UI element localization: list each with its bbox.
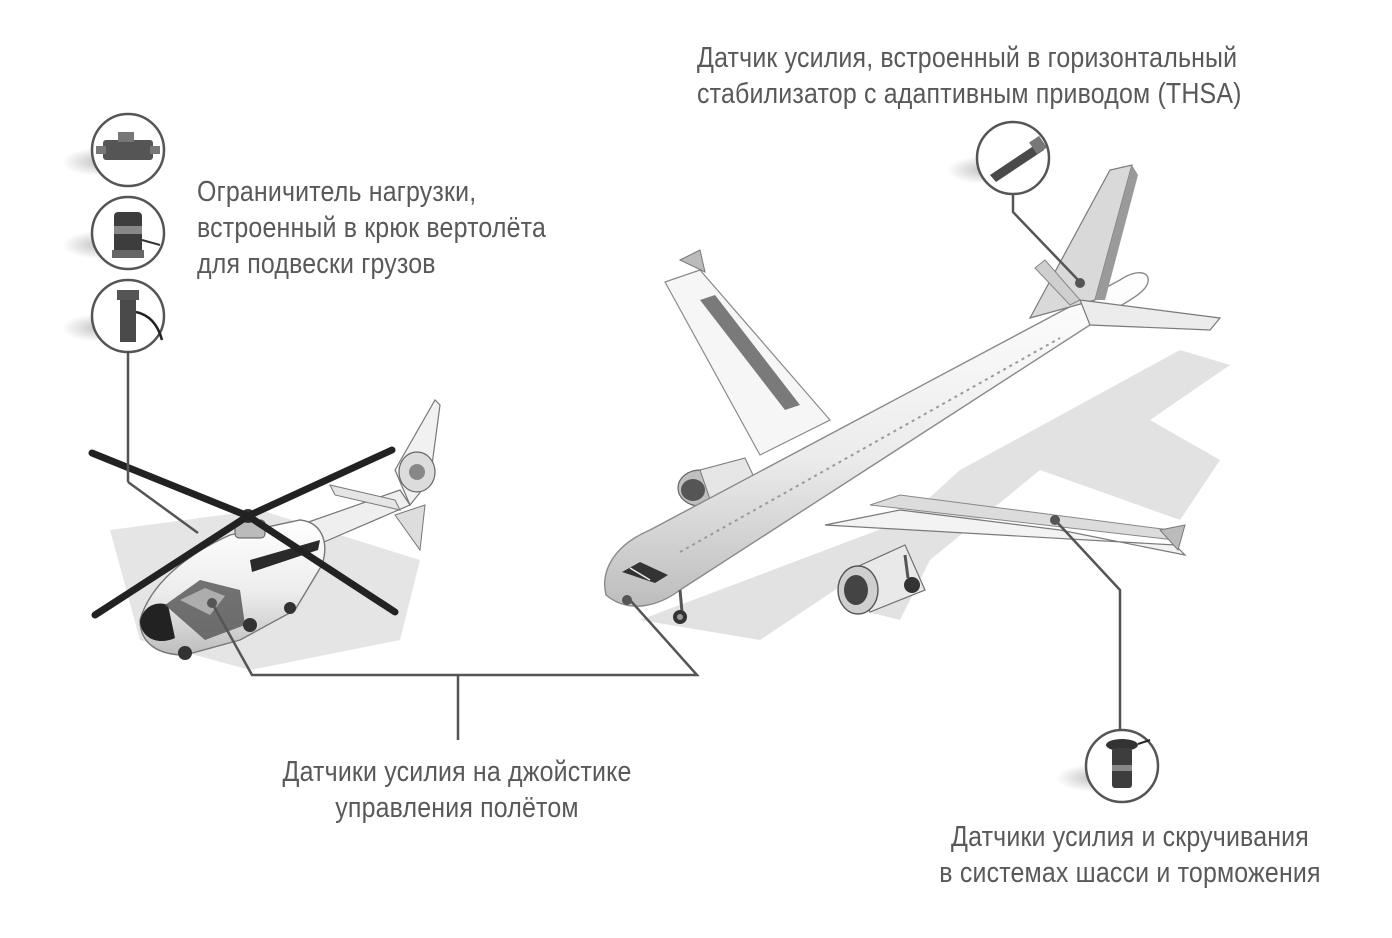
label-hook-line-3: для подвески грузов [197,248,436,280]
airplane-fuselage [604,272,1149,607]
helicopter-rotor [88,446,399,619]
label-joystick-line-1: Датчики усилия на джойстике [282,756,632,788]
label-landing-gear-sensors: Датчики усилия и скручивания в системах … [906,819,1353,891]
airplane-shadow [640,350,1230,640]
hook-load-pin-icon [62,195,166,271]
leader-lines [126,190,1122,740]
label-hook-line-1: Ограничитель нагрузки, [197,176,477,208]
label-thsa-sensor: Датчик усилия, встроенный в горизонтальн… [697,40,1242,112]
landing-gear-sensor-icon [1056,728,1160,804]
label-thsa-line-2: стабилизатор с адаптивным приводом (THSA… [697,78,1242,110]
hook-sensor-icon [62,278,166,354]
airplane-horizontal-stabilizer [1079,299,1222,331]
label-joystick-line-2: управления полётом [335,792,579,824]
label-hook-line-2: встроенный в крюк вертолёта [197,212,547,244]
thsa-pin-icon [947,120,1051,196]
label-joystick-sensors: Датчики усилия на джойстике управления п… [259,754,655,826]
leader-gear [1054,519,1122,730]
label-thsa-line-1: Датчик усилия, встроенный в горизонтальн… [697,42,1238,74]
leader-thsa [1011,190,1081,283]
airplane-right-wing [824,509,1187,556]
helicopter [88,399,441,670]
load-cell-icon [62,112,166,188]
label-hook-load-limiter: Ограничитель нагрузки, встроенный в крюк… [197,174,546,282]
airplane [604,164,1230,640]
airplane-left-wing [664,269,831,456]
label-gear-line-2: в системах шасси и торможения [939,857,1321,889]
leader-joystick [210,599,700,677]
label-gear-line-1: Датчики усилия и скручивания [951,821,1309,853]
